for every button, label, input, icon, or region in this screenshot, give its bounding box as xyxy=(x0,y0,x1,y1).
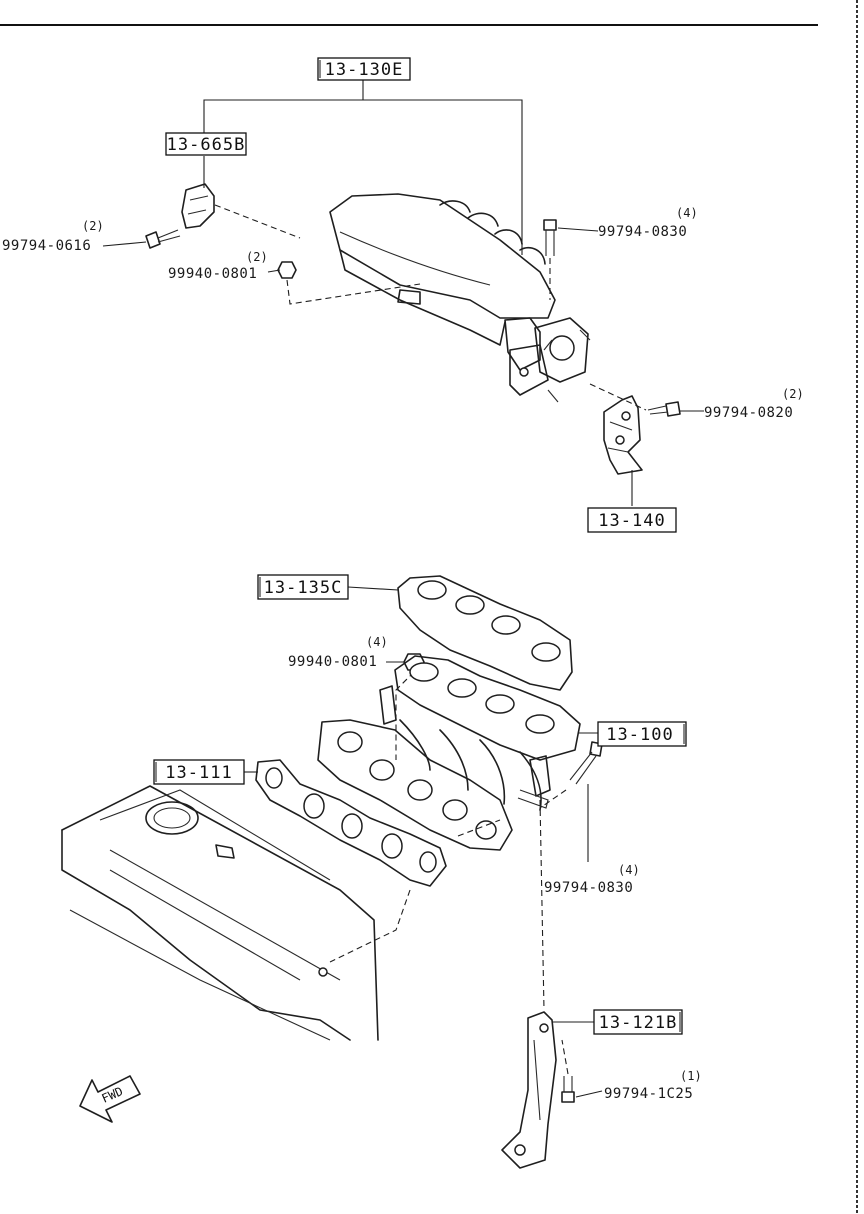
ref-13-130e[interactable]: 13-130E xyxy=(317,57,411,81)
part-99794-0830-upper[interactable]: (4) 99794-0830 xyxy=(598,206,698,240)
svg-text:99794-0820: 99794-0820 xyxy=(704,405,793,421)
ref-13-135c[interactable]: 13-135C xyxy=(257,574,349,600)
svg-text:13-100: 13-100 xyxy=(606,725,673,745)
svg-text:99794-1C25: 99794-1C25 xyxy=(604,1086,693,1102)
part-99794-1c25[interactable]: (1) 99794-1C25 xyxy=(604,1069,702,1102)
svg-text:(4): (4) xyxy=(618,863,640,877)
svg-text:99794-0830: 99794-0830 xyxy=(598,224,687,240)
svg-text:99794-0830: 99794-0830 xyxy=(544,880,633,896)
intake-manifold xyxy=(317,655,581,851)
part-99940-0801-lower[interactable]: (4) 99940-0801 xyxy=(288,635,388,670)
ref-13-665b[interactable]: 13-665B xyxy=(165,132,247,156)
part-99940-0801[interactable]: (2) 99940-0801 xyxy=(168,250,268,282)
bolt-99794-0820-icon xyxy=(589,383,681,417)
part-99794-0616[interactable]: (2) 99794-0616 xyxy=(2,219,104,254)
ref-13-121b[interactable]: 13-121B xyxy=(593,1009,683,1035)
svg-text:13-140: 13-140 xyxy=(598,511,665,531)
fwd-arrow-icon: FWD xyxy=(79,1075,141,1123)
bracket-hole xyxy=(621,411,631,421)
gasket-13-135c xyxy=(397,575,573,691)
svg-text:(4): (4) xyxy=(676,206,698,220)
head-stud xyxy=(318,967,328,977)
part-99794-0830-lower[interactable]: (4) 99794-0830 xyxy=(544,863,640,896)
svg-text:(2): (2) xyxy=(246,250,268,264)
svg-text:(4): (4) xyxy=(366,635,388,649)
bolt-99794-1c25-icon xyxy=(561,1039,575,1103)
svg-text:(1): (1) xyxy=(680,1069,702,1083)
svg-text:99940-0801: 99940-0801 xyxy=(288,654,377,670)
bracket-hole xyxy=(615,435,625,445)
leader-lines xyxy=(102,80,704,1098)
plenum-bolt-hole xyxy=(519,367,529,377)
ref-13-140[interactable]: 13-140 xyxy=(587,507,677,533)
bracket-13-140 xyxy=(603,395,643,475)
svg-text:13-665B: 13-665B xyxy=(167,135,246,155)
ref-13-111[interactable]: 13-111 xyxy=(153,759,245,785)
stay-hole xyxy=(514,1144,526,1156)
part-99794-0820[interactable]: (2) 99794-0820 xyxy=(704,387,804,421)
svg-text:(2): (2) xyxy=(782,387,804,401)
bracket-13-665b xyxy=(181,183,301,239)
svg-text:13-130E: 13-130E xyxy=(325,60,404,80)
svg-text:13-111: 13-111 xyxy=(165,763,232,783)
stay-hole xyxy=(539,1023,549,1033)
stay-13-121b xyxy=(501,799,557,1169)
cylinder-head xyxy=(61,785,379,1041)
plenum-port xyxy=(549,335,575,361)
bolt-99794-0830-icon xyxy=(543,219,557,300)
svg-text:99940-0801: 99940-0801 xyxy=(168,266,257,282)
bolt-99794-0616-icon xyxy=(145,229,181,249)
svg-text:(2): (2) xyxy=(82,219,104,233)
gasket-13-111 xyxy=(255,759,501,963)
ref-13-100[interactable]: 13-100 xyxy=(597,721,687,747)
intake-plenum xyxy=(329,193,591,403)
svg-text:13-135C: 13-135C xyxy=(264,578,343,598)
svg-text:13-121B: 13-121B xyxy=(599,1013,678,1033)
svg-text:99794-0616: 99794-0616 xyxy=(2,238,91,254)
